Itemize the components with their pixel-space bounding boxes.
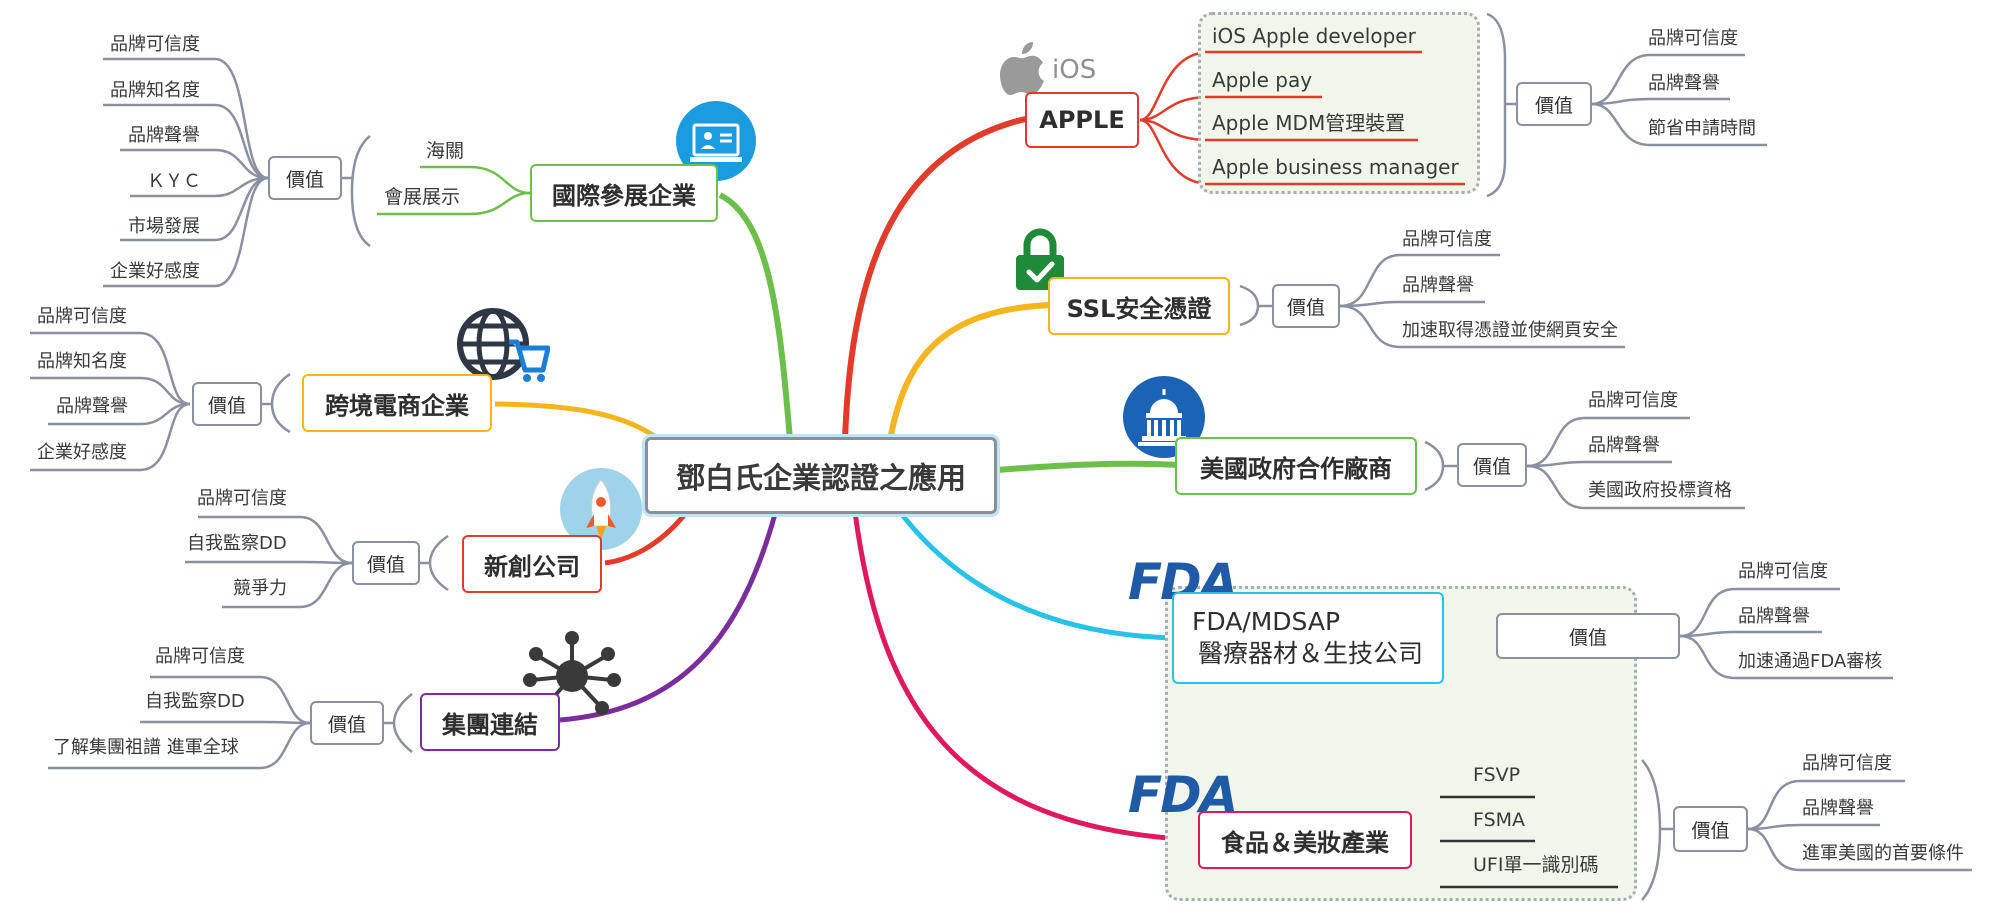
apple-logo-icon [1000,40,1048,96]
group-leaf-3: 了解集團祖譜 進軍全球 [53,737,239,758]
ios-label: iOS [1052,55,1097,85]
startup-node[interactable]: 新創公司 [462,535,602,593]
apple-items-group [1198,12,1480,194]
startup-value-node[interactable]: 價值 [352,541,420,585]
apple-item-business-manager[interactable]: Apple business manager [1212,155,1459,179]
fda-leaf-3: 加速通過FDA審核 [1738,651,1883,672]
apple-leaf-2: 品牌聲譽 [1648,73,1720,94]
startup-leaf-2: 自我監察DD [187,533,287,554]
apple-item-apple-pay[interactable]: Apple pay [1212,68,1313,92]
fda-node[interactable]: FDA/MDSAP 醫療器材＆生技公司 [1172,592,1444,684]
apple-node[interactable]: APPLE [1025,92,1139,148]
expo-node[interactable]: 國際參展企業 [530,164,718,222]
group-node[interactable]: 集團連結 [420,693,560,751]
fda-leaf-2: 品牌聲譽 [1738,606,1810,627]
ssl-leaf-1: 品牌可信度 [1402,229,1492,250]
fda-value-node[interactable]: 價值 [1496,613,1680,659]
ecom-leaf-2: 品牌知名度 [37,351,127,372]
food-leaf-1: 品牌可信度 [1802,753,1892,774]
food-node[interactable]: 食品＆美妝產業 [1198,811,1412,869]
food-item-fsvp[interactable]: FSVP [1473,764,1521,786]
ecom-leaf-3: 品牌聲譽 [56,396,128,417]
expo-value-node[interactable]: 價值 [268,156,342,200]
startup-leaf-3: 競爭力 [233,578,287,599]
ecom-value-node[interactable]: 價值 [192,382,262,426]
rocket-icon [560,468,642,550]
fda-node-line2: 醫療器材＆生技公司 [1198,639,1424,668]
food-value-node[interactable]: 價值 [1673,806,1748,852]
apple-leaf-1: 品牌可信度 [1648,28,1738,49]
expo-leaf-2: 品牌知名度 [110,80,200,101]
expo-leaf-6: 企業好感度 [110,261,200,282]
ssl-leaf-2: 品牌聲譽 [1402,275,1474,296]
ssl-node[interactable]: SSL安全憑證 [1048,277,1230,335]
globe-cart-icon [455,304,551,386]
fda-leaf-1: 品牌可信度 [1738,561,1828,582]
startup-leaf-1: 品牌可信度 [197,488,287,509]
apple-leaf-3: 節省申請時間 [1648,118,1756,139]
food-leaf-2: 品牌聲譽 [1802,798,1874,819]
exhibition-booth-icon [676,101,756,181]
group-leaf-2: 自我監察DD [145,691,245,712]
food-leaf-3: 進軍美國的首要條件 [1802,843,1964,864]
apple-value-node[interactable]: 價值 [1516,82,1592,126]
gov-node[interactable]: 美國政府合作廠商 [1175,437,1417,495]
expo-item-exhibition[interactable]: 會展展示 [384,186,461,208]
center-node[interactable]: 鄧白氏企業認證之應用 [675,460,966,495]
food-item-fsma[interactable]: FSMA [1473,809,1526,831]
gov-leaf-1: 品牌可信度 [1588,390,1678,411]
ecom-leaf-1: 品牌可信度 [37,306,127,327]
food-item-ufi[interactable]: UFI單一識別碼 [1473,854,1599,876]
center-node-box [645,437,997,514]
group-value-node[interactable]: 價值 [310,701,384,745]
ssl-leaf-3: 加速取得憑證並使網頁安全 [1402,320,1618,341]
expo-leaf-1: 品牌可信度 [110,34,200,55]
expo-leaf-5: 市場發展 [128,216,200,237]
ssl-value-node[interactable]: 價值 [1272,284,1340,328]
gov-leaf-3: 美國政府投標資格 [1588,480,1732,501]
apple-item-ios-developer[interactable]: iOS Apple developer [1212,24,1416,48]
ecom-node[interactable]: 跨境電商企業 [302,374,492,432]
fda-node-line1: FDA/MDSAP [1192,607,1341,636]
expo-leaf-4: ＫＹＣ [147,171,201,192]
group-leaf-1: 品牌可信度 [155,646,245,667]
apple-item-mdm[interactable]: Apple MDM管理裝置 [1212,111,1406,135]
expo-item-customs[interactable]: 海關 [426,140,465,162]
gov-value-node[interactable]: 價值 [1457,443,1527,487]
gov-leaf-2: 品牌聲譽 [1588,435,1660,456]
ecom-leaf-4: 企業好感度 [37,442,127,463]
expo-leaf-3: 品牌聲譽 [128,125,200,146]
network-hub-icon [518,628,626,724]
